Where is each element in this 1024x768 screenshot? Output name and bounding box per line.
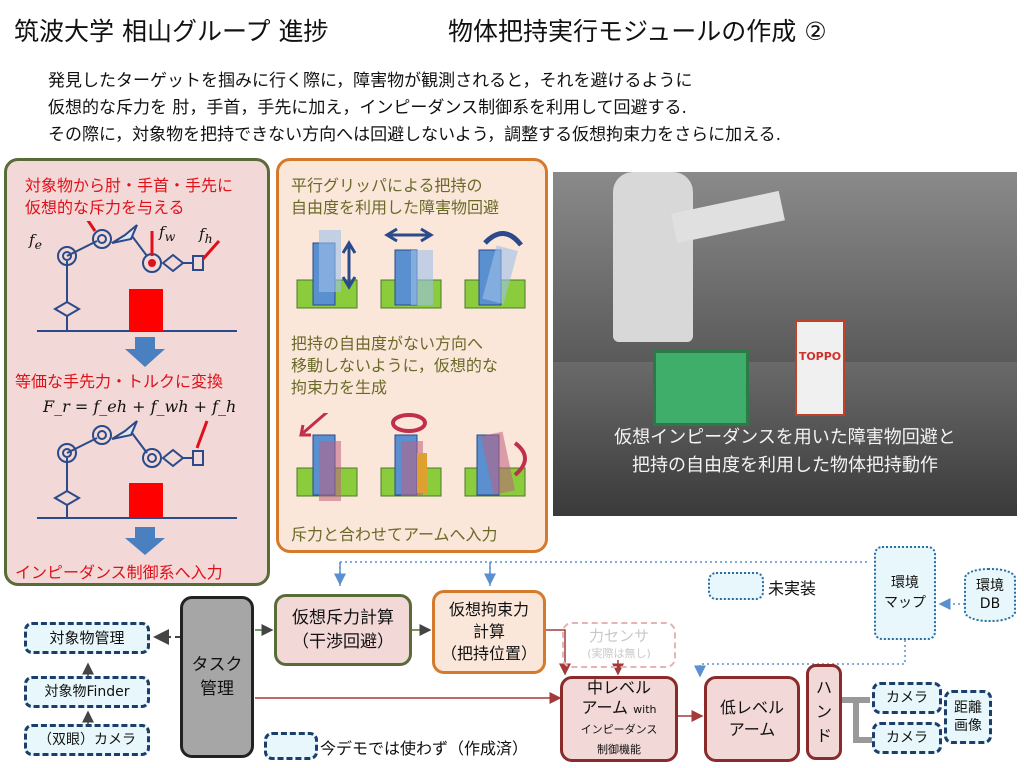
- box-line: DB: [979, 596, 1001, 612]
- constraint-illustration: [296, 413, 527, 501]
- arm-input-label: 斥力と合わせてアームへ入力: [291, 525, 498, 544]
- experiment-photo: TOPPO: [553, 172, 1017, 516]
- caption-line: 把持の自由度を利用した物体把持動作: [632, 455, 938, 476]
- legend-done-swatch: [264, 732, 318, 760]
- box-line: アーム with: [581, 698, 657, 717]
- box-line: ハ: [815, 678, 832, 697]
- constraint-tilt: [464, 431, 527, 497]
- obstacle-box: [653, 350, 749, 426]
- camera-box-1: カメラ: [872, 682, 942, 714]
- mid-level-arm-box: 中レベル アーム with インピーダンス 制御機能: [560, 676, 678, 762]
- box-line: （干渉回避）: [292, 632, 394, 652]
- slide-header-left: 筑波大学 相山グループ 進捗: [14, 17, 329, 46]
- box-line: インピーダンス: [580, 723, 658, 736]
- caption-line: 仮想インピーダンスを用いた障害物回避と: [614, 427, 956, 448]
- object-finder-box: 対象物Finder: [24, 676, 150, 708]
- legend-unimplemented-label: 未実装: [768, 579, 817, 598]
- box-line: 制御機能: [597, 743, 641, 756]
- label-fw: fw: [159, 223, 176, 244]
- legend-unimplemented-swatch: [708, 572, 764, 600]
- box-line: 画像: [954, 718, 982, 734]
- constraint-heading: 把持の自由度がない方向へ 移動しないように，仮想的な 拘束力を生成: [291, 333, 498, 399]
- heading-line: 把持の自由度がない方向へ: [291, 334, 484, 353]
- object-manager-box: 対象物管理: [24, 622, 150, 654]
- virtual-repulsion-calc-box: 仮想斥力計算 （干渉回避）: [274, 594, 412, 666]
- box-line: 仮想斥力計算: [292, 608, 394, 628]
- heading-line: 移動しないように，仮想的な: [291, 356, 498, 375]
- box-line: アーム: [728, 720, 776, 739]
- impedance-input-label: インピーダンス制御系へ入力: [15, 563, 223, 582]
- slide-title: 物体把持実行モジュールの作成 ②: [448, 17, 827, 46]
- force-sensor-box: 力センサ (実際は無し): [562, 622, 676, 668]
- intro-line: 発見したターゲットを掴みに行く際に，障害物が観測されると，それを避けるように: [48, 71, 693, 91]
- box-line: 低レベル: [719, 698, 784, 717]
- convert-label: 等価な手先力・トルクに変換: [15, 372, 224, 391]
- low-level-arm-box: 低レベル アーム: [704, 676, 800, 762]
- gripper-heading: 平行グリッパによる把持の 自由度を利用した障害物回避: [291, 175, 499, 219]
- camera-box-2: カメラ: [872, 722, 942, 754]
- gripper-vertical: [296, 230, 358, 309]
- box-line: 計算: [472, 622, 505, 641]
- intro-line: 仮想的な斥力を 肘，手首，手先に加え，インピーダンス制御系を利用して回避する.: [48, 98, 687, 118]
- target-box: TOPPO: [795, 320, 845, 416]
- box-line: 仮想拘束力: [448, 600, 529, 619]
- photo-caption: 仮想インピーダンスを用いた障害物回避と 把持の自由度を利用した物体把持動作: [553, 424, 1017, 480]
- repulsion-panel: 対象物から肘・手首・手先に 仮想的な斥力を与える fe fw fh 等価な手先力…: [4, 158, 270, 586]
- constraint-panel: 平行グリッパによる把持の 自由度を利用した障害物回避 把持の自由度がない方向へ …: [276, 158, 548, 553]
- box-line: 力センサ: [588, 627, 649, 645]
- formula: F_r = f_eh + f_wh + f_h: [43, 397, 237, 416]
- box-line: タスク: [191, 655, 243, 675]
- box-line: 管理: [200, 679, 234, 699]
- label-fe: fe: [29, 231, 42, 252]
- heading-line: 拘束力を生成: [291, 378, 388, 397]
- intro-line: その際に，対象物を把持できない方向へは回避しないよう，調整する仮想拘束力をさらに…: [48, 125, 782, 145]
- heading-line: 自由度を利用した障害物回避: [291, 198, 500, 217]
- box-line: ド: [815, 726, 832, 745]
- down-arrow-icon: [125, 337, 165, 367]
- gripper-dof-illustration: [296, 227, 526, 309]
- legend-done-label: 今デモでは使わず（作成済）: [320, 739, 529, 758]
- constraint-twist: [380, 413, 442, 497]
- constraint-diagonal: [296, 413, 358, 501]
- heading-line: 平行グリッパによる把持の: [291, 176, 483, 195]
- environment-db-box: 環境 DB: [964, 568, 1016, 622]
- target-box-label: TOPPO: [798, 350, 842, 363]
- hand-box: ハ ン ド: [806, 664, 842, 760]
- virtual-constraint-calc-box: 仮想拘束力 計算 （把持位置）: [432, 590, 546, 674]
- box-line: 中レベル: [586, 678, 651, 697]
- depth-image-box: 距離 画像: [944, 690, 992, 744]
- task-manager-box: タスク 管理: [180, 596, 254, 758]
- stereo-camera-box: （双眼）カメラ: [24, 724, 150, 756]
- box-line: (実際は無し): [587, 647, 651, 660]
- robot-arm: [613, 172, 693, 342]
- arm-repulsion-diagram: [37, 221, 237, 332]
- box-line: ン: [815, 702, 832, 721]
- gripper-rotation: [464, 231, 526, 309]
- arm-equivalent-diagram: [37, 420, 237, 519]
- box-line: マップ: [884, 595, 926, 611]
- environment-map-box: 環境 マップ: [874, 546, 936, 640]
- gripper-horizontal: [380, 227, 442, 309]
- repulsion-heading: 対象物から肘・手首・手先に 仮想的な斥力を与える: [25, 175, 233, 219]
- box-line: （把持位置）: [440, 644, 537, 663]
- heading-line: 対象物から肘・手首・手先に: [25, 176, 234, 195]
- down-arrow-icon: [125, 527, 165, 555]
- heading-line: 仮想的な斥力を与える: [25, 198, 185, 217]
- box-line: 環境: [891, 575, 919, 591]
- label-fh: fh: [199, 225, 213, 246]
- box-line: 環境: [976, 578, 1004, 594]
- box-line: 距離: [954, 700, 982, 716]
- intro-text: 発見したターゲットを掴みに行く際に，障害物が観測されると，それを避けるように 仮…: [48, 68, 781, 149]
